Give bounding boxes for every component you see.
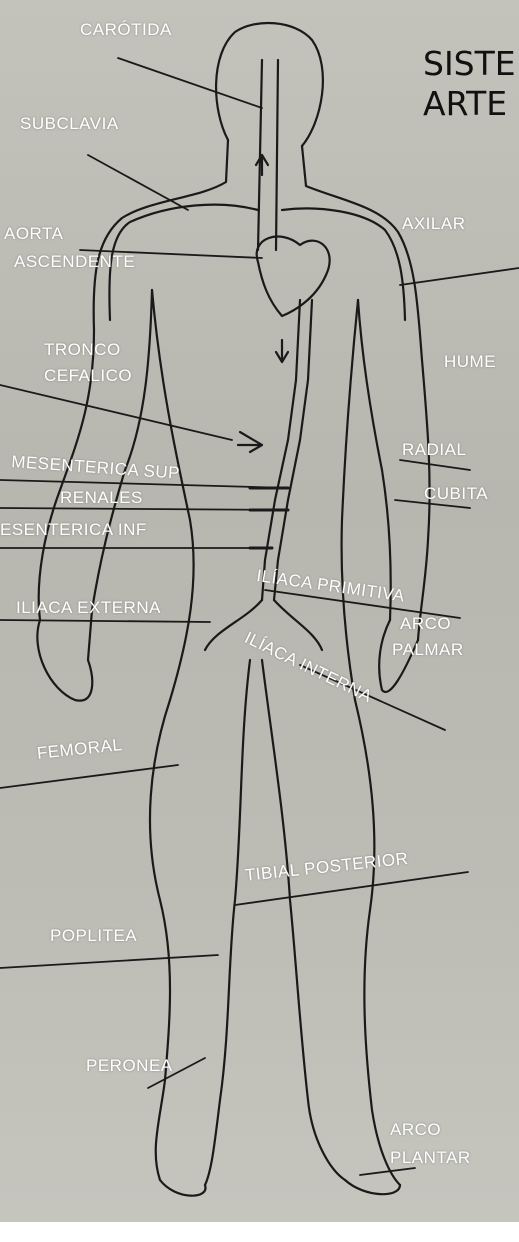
label-arco-plantar-1: ARCO xyxy=(390,1120,441,1140)
leader-iliaca-externa xyxy=(0,620,210,622)
leader-subclavia xyxy=(88,155,188,210)
label-cefalico: CEFALICO xyxy=(44,366,132,386)
label-mesenterica-inf: ESENTERICA INF xyxy=(0,520,147,540)
left-arm-inner xyxy=(358,300,391,620)
label-tronco: TRONCO xyxy=(44,340,121,360)
label-arco-plantar-2: PLANTAR xyxy=(390,1148,471,1168)
label-peronea: PERONEA xyxy=(86,1056,173,1076)
arrow-up-mark xyxy=(256,155,268,175)
label-carotida: CARÓTIDA xyxy=(80,20,172,40)
label-axilar: AXILAR xyxy=(402,214,465,234)
head-outline xyxy=(216,23,323,146)
leader-radial xyxy=(400,460,470,470)
label-iliaca-externa: ILIACA EXTERNA xyxy=(16,598,161,618)
celiac-branch xyxy=(238,432,262,452)
leader-axilar xyxy=(400,268,519,285)
label-renales: RENALES xyxy=(60,488,143,508)
label-palmar: PALMAR xyxy=(392,640,464,660)
label-arco: ARCO xyxy=(400,614,451,634)
aorta-descending-inner xyxy=(274,300,312,600)
leader-poplitea xyxy=(0,955,218,968)
left-leg-outer xyxy=(355,700,400,1185)
title-line-2: ARTE xyxy=(423,84,519,124)
label-cubital: CUBITA xyxy=(424,484,488,504)
arrow-down-mark xyxy=(276,340,288,362)
diagram-title: SISTE ARTE xyxy=(423,44,519,124)
right-foot xyxy=(160,1180,205,1196)
label-ascendente: ASCENDENTE xyxy=(14,252,135,272)
leader-arco-plantar xyxy=(360,1168,415,1175)
heart-outline xyxy=(257,237,330,316)
right-leg-outer xyxy=(150,700,170,1180)
label-subclavia: SUBCLAVIA xyxy=(20,114,119,134)
leader-tronco xyxy=(0,385,232,440)
label-humeral: HUME xyxy=(444,352,496,372)
leader-carotida xyxy=(118,58,262,108)
right-arm-inner xyxy=(92,290,152,610)
left-foot xyxy=(345,1180,400,1194)
title-line-1: SISTE xyxy=(423,44,519,84)
waist-right xyxy=(342,300,358,700)
left-leg-inner xyxy=(262,660,345,1180)
label-radial: RADIAL xyxy=(402,440,466,460)
label-aorta: AORTA xyxy=(4,224,64,244)
right-hand-outline xyxy=(37,610,92,701)
label-poplitea: POPLITEA xyxy=(50,926,137,946)
right-leg-inner xyxy=(205,660,250,1185)
waist-left xyxy=(152,290,194,700)
leader-renales xyxy=(0,508,288,510)
